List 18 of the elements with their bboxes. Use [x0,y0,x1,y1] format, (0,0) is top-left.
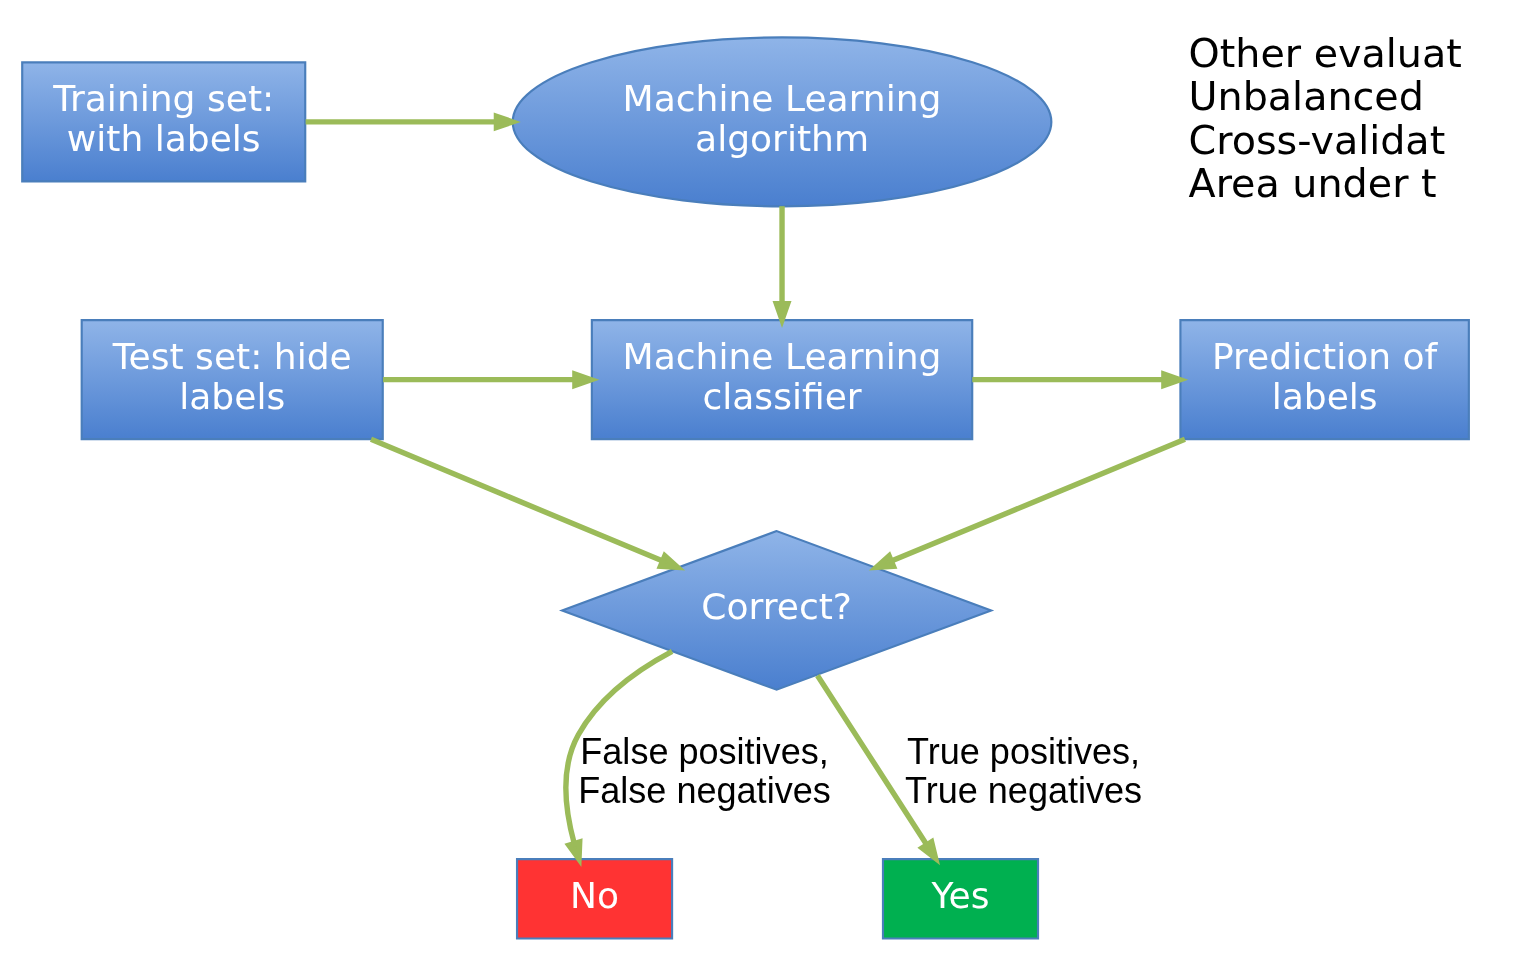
node-box: No [515,858,674,940]
arrow [772,206,792,329]
node-ellipse: Machine Learning algorithm [511,36,1053,208]
node-box: Training set: with labels [21,61,307,183]
node-box: Test set: hide labels [80,319,384,441]
node-diamond: Correct? [559,529,995,691]
node-box: Yes [881,858,1040,940]
arrow [868,436,1186,571]
arrow [972,370,1189,390]
arrow [305,112,521,132]
arrow [563,649,674,867]
edge-label: True positives, True negatives [905,730,1143,812]
arrow [815,673,941,866]
node-box: Prediction of labels [1179,319,1470,441]
arrow [369,436,686,571]
node-box: Machine Learning classifier [590,319,974,441]
edge-label: False positives, False negatives [578,730,831,812]
arrow [383,370,600,390]
